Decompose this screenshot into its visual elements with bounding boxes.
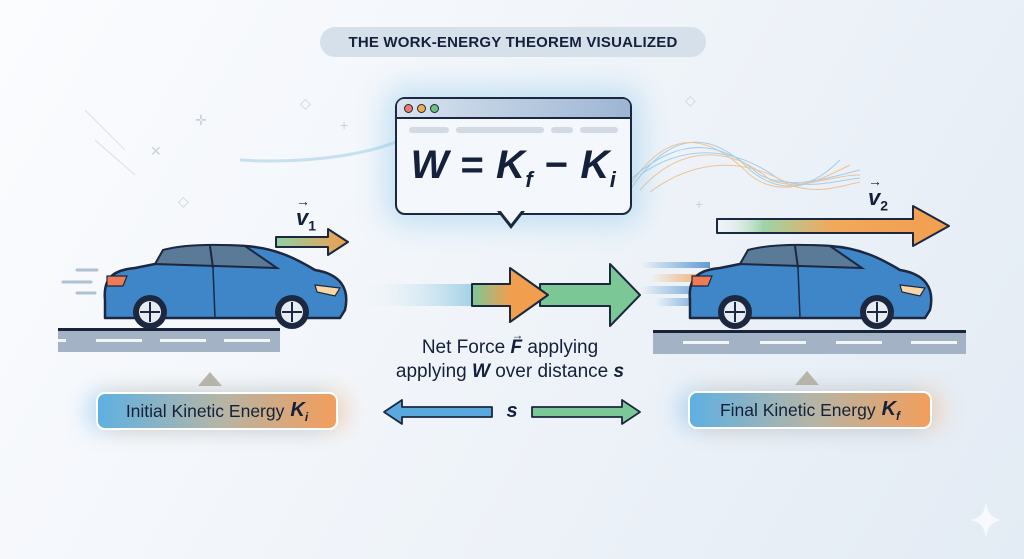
plus-icon: +: [340, 117, 349, 133]
road-right: [653, 330, 966, 354]
placeholder-lines: [397, 119, 630, 133]
window-dot-red: [404, 103, 413, 113]
energy-pointer-right: [795, 371, 819, 385]
sparkle-icon: [970, 502, 1002, 538]
net-force-caption: Net Force →F applying applying W over di…: [395, 328, 625, 382]
velocity-1-arrow: [275, 228, 349, 256]
final-car: [640, 243, 933, 329]
window-dot-green: [430, 103, 439, 113]
initial-kinetic-energy-label: Initial Kinetic Energy Ki: [96, 392, 338, 430]
initial-car: [61, 243, 348, 329]
energy-pointer-left: [198, 372, 222, 386]
decorative-lines: [85, 110, 136, 176]
velocity-2-arrow: [716, 205, 950, 247]
speech-tail-fill: [500, 210, 522, 224]
equation-window: W = Kf − Ki: [395, 97, 632, 215]
window-dot-yellow: [417, 103, 426, 113]
net-force-arrows: [360, 263, 641, 327]
work-energy-equation: W = Kf − Ki: [410, 143, 617, 192]
diamond-icon: ◇: [300, 95, 311, 111]
sparkle-icon: ✛: [195, 112, 207, 128]
distance-label: s: [506, 400, 518, 422]
final-kinetic-energy-label: Final Kinetic Energy Kf: [688, 391, 932, 429]
road-left: [58, 328, 280, 352]
diamond-icon: ◇: [685, 92, 696, 108]
window-titlebar: [397, 99, 630, 119]
diamond-icon: ◇: [178, 193, 189, 209]
velocity-1-label: → v1: [296, 193, 317, 234]
plus-icon: +: [695, 196, 704, 212]
diagram-title: THE WORK-ENERGY THEOREM VISUALIZED: [320, 27, 706, 57]
sparkle-x-icon: ✕: [150, 143, 162, 159]
distance-arrow: [383, 399, 641, 425]
velocity-2-label: → v2: [868, 173, 889, 214]
